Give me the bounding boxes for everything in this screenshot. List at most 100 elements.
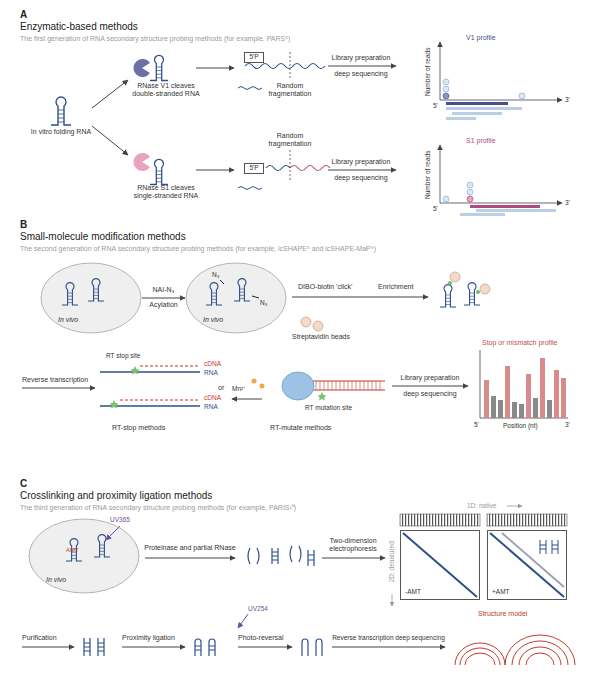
plot-axis — [440, 145, 441, 203]
figure-label: S1 profile — [466, 137, 526, 145]
flow-arrow — [22, 647, 74, 648]
figure-label: N₃ — [212, 271, 226, 278]
rna-hairpin — [150, 55, 168, 80]
cell: In vivo — [28, 518, 140, 594]
node-text: -AMT — [405, 589, 421, 596]
flow-arrow — [322, 558, 385, 559]
node-text: In vivo — [46, 576, 66, 583]
figure-label: cDNA — [204, 360, 229, 367]
biotin-tag — [448, 281, 452, 285]
flow-arrow — [392, 386, 468, 387]
crosslinked-duplex — [84, 638, 104, 656]
node-text: In vivo — [58, 316, 78, 323]
cell-membrane — [41, 263, 141, 333]
figure-label: Position (nt) — [503, 422, 553, 429]
phosphate-box: 5'P — [244, 52, 264, 63]
streptavidin-bead — [301, 317, 311, 327]
flow-arrow — [145, 558, 235, 559]
plot-axis — [480, 418, 568, 419]
profile-bar — [554, 370, 559, 418]
rna-fragment — [238, 87, 262, 90]
figure-label: Acylation — [141, 301, 186, 309]
profile-bar — [533, 398, 538, 418]
uv-light-arrow — [238, 614, 248, 628]
profile-bar — [498, 400, 503, 418]
figure-label: Stop or mismatch profile — [482, 339, 577, 347]
read-count-dot — [467, 189, 473, 195]
figure-label: RT-mutate methods — [270, 424, 350, 432]
plot-axis — [480, 350, 481, 418]
figure-label: Proteinase and partial RNase — [140, 544, 240, 552]
figure-label: Reverse transcription — [22, 376, 102, 384]
modification-site — [110, 400, 119, 409]
figure-label: Random fragmentation — [265, 132, 315, 148]
edge-label: NAI-N₃ — [134, 286, 194, 294]
rna-hairpin — [51, 97, 71, 125]
profile-bar — [484, 380, 489, 418]
direction-arrow — [507, 506, 522, 507]
flow-arrow — [196, 68, 234, 69]
figure-label: In vitro folding RNA — [21, 128, 101, 136]
node-text: +AMT — [492, 589, 510, 596]
profile-bar — [519, 404, 524, 418]
streptavidin-bead — [313, 321, 323, 331]
figure-label: RNA — [204, 369, 229, 376]
streptavidin-bead — [450, 272, 460, 282]
read-count-dot — [467, 196, 473, 202]
rna-hairpin — [440, 285, 456, 307]
cleavage-site — [290, 150, 291, 180]
gel-panel: +AMT — [487, 530, 567, 600]
figure-label: cDNA — [204, 394, 229, 401]
figure-label: Proximity ligation — [122, 634, 187, 642]
read-bar — [476, 209, 556, 212]
figure-label: DIBO-biotin 'click' — [298, 283, 378, 291]
node-text: 5'P — [245, 54, 263, 61]
rna-hairpin — [464, 283, 480, 305]
rna-strand — [266, 166, 290, 171]
figure-label: 5' — [474, 421, 484, 428]
read-count-dot — [467, 182, 473, 188]
figure-label: Random fragmentation — [265, 82, 315, 98]
cdna-strand — [120, 399, 200, 400]
rna-template — [100, 371, 200, 372]
first-dimension-gel — [400, 514, 480, 526]
plot-axis — [440, 100, 562, 101]
figure-label: Purification — [22, 634, 77, 642]
flow-arrow — [22, 388, 95, 389]
figure-label: or — [218, 384, 232, 392]
read-bar — [446, 117, 476, 120]
figure-label: The third generation of RNA secondary st… — [20, 504, 420, 512]
figure-label: Mn²⁺ — [232, 385, 257, 392]
figure-label: RT-stop methods — [112, 424, 192, 432]
flow-arrow — [238, 647, 292, 648]
figure-label: RNase V1 cleaves double-stranded RNA — [128, 82, 204, 98]
figure-label: Library preparation deep sequencing — [325, 154, 397, 186]
figure-label: Streptavidin beads — [292, 333, 372, 341]
flow-arrow — [232, 399, 262, 400]
cdna-strand — [140, 365, 200, 366]
figure-label: Structure model — [478, 610, 558, 618]
figure-label: Library preparation deep sequencing — [393, 370, 467, 402]
figure-label: Photo-reversal — [238, 634, 296, 642]
rna-hairpin — [150, 159, 168, 184]
rnase-s1-enzyme — [134, 153, 150, 171]
reverse-transcriptase — [282, 372, 314, 400]
figure-label: 1D: native — [467, 502, 507, 509]
read-count-dot — [443, 93, 449, 99]
cell-outline — [40, 262, 142, 334]
figure-label: UV365 — [110, 516, 140, 523]
streptavidin-bead — [480, 284, 490, 294]
flow-arrow — [122, 647, 185, 648]
figure-label: Enrichment — [378, 283, 423, 291]
flow-arrow — [142, 298, 185, 299]
figure-label: Crosslinking and proximity ligation meth… — [20, 490, 340, 502]
plot-axis — [440, 42, 441, 100]
rnase-v1-enzyme — [134, 59, 150, 77]
profile-bar — [491, 396, 496, 418]
figure-label: AMT — [66, 547, 88, 554]
read-bar — [452, 112, 502, 115]
read-bar — [460, 213, 505, 216]
figure-label: Small-molecule modification methods — [20, 231, 340, 243]
figure-label: RNase S1 cleaves single-stranded RNA — [128, 184, 204, 200]
